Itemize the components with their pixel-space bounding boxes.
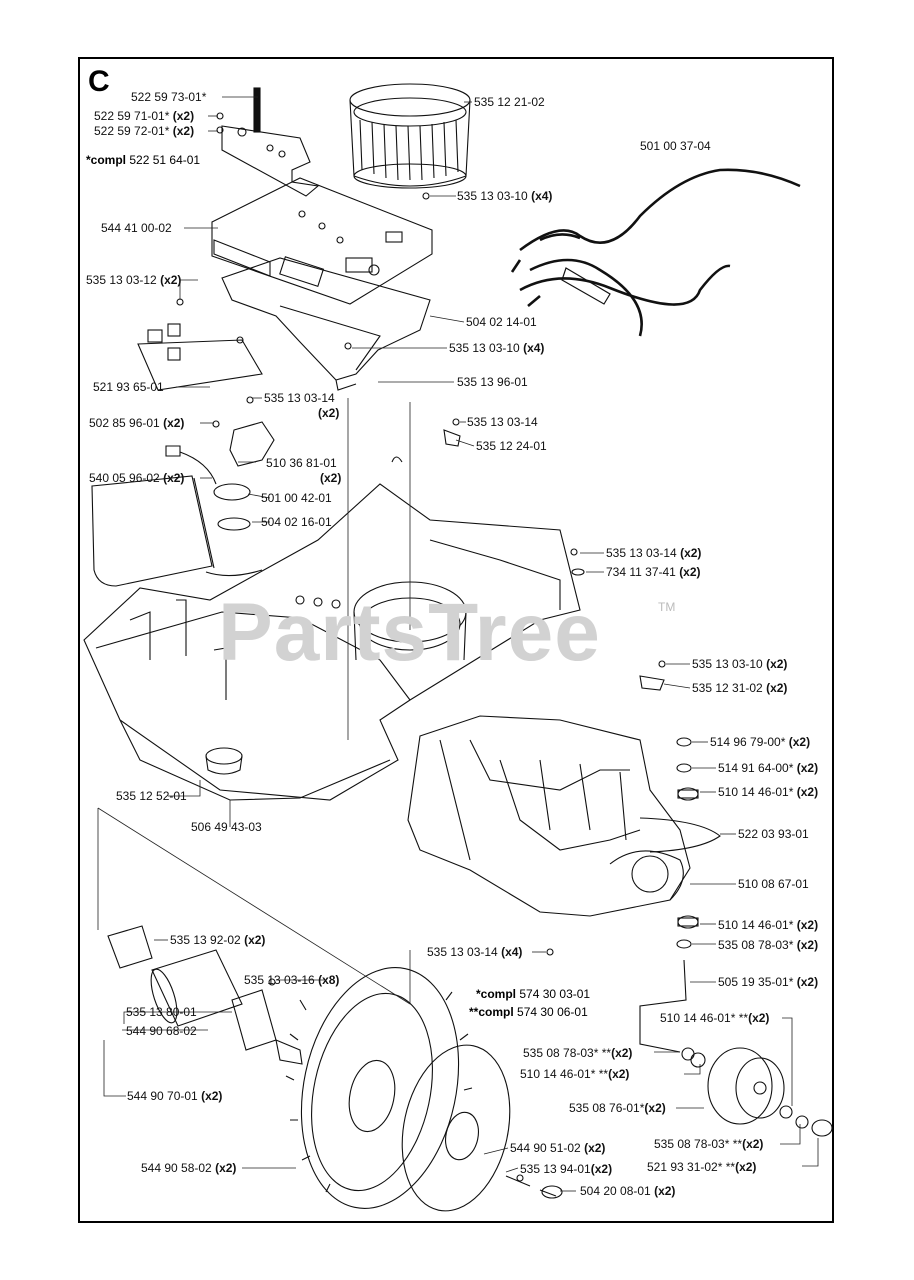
part-label: 504 02 16-01: [261, 515, 332, 529]
part-label: 522 59 73-01*: [131, 90, 207, 104]
front-wheel: [639, 959, 833, 1137]
main-circuit-board: [211, 177, 433, 305]
part-label: 535 13 94-01(x2): [520, 1162, 613, 1176]
part-label: 522 03 93-01: [738, 827, 809, 841]
part-label: 504 20 08-01 (x2): [580, 1184, 676, 1198]
sensor-bracket: [229, 421, 275, 467]
part-label: 535 12 21-02: [474, 95, 545, 109]
watermark-text: PartsTree: [218, 587, 601, 678]
caster-cup: [205, 747, 243, 775]
part-label: 510 14 46-01* (x2): [718, 918, 819, 932]
part-label: 535 12 31-02 (x2): [692, 681, 788, 695]
part-label: 535 08 78-03* **(x2): [654, 1137, 764, 1151]
board-cover: [221, 257, 431, 391]
right-bushings: [571, 568, 699, 949]
part-label: 521 93 65-01: [93, 380, 164, 394]
part-label: 501 00 37-04: [640, 139, 711, 153]
part-label: 502 85 96-01 (x2): [89, 416, 185, 430]
part-label: 514 91 64-00* (x2): [718, 761, 819, 775]
part-label: 510 08 67-01: [738, 877, 809, 891]
part-label: 505 19 35-01* (x2): [718, 975, 819, 989]
battery-board: [137, 323, 263, 391]
part-label: 510 36 81-01: [266, 456, 337, 470]
drive-motor: [107, 925, 303, 1065]
part-label: 544 90 70-01 (x2): [127, 1089, 223, 1103]
part-label: 535 13 03-14: [467, 415, 538, 429]
battery-pack: [91, 475, 263, 587]
wiring-harness: [510, 168, 801, 337]
part-label: 535 13 03-14 (x4): [427, 945, 523, 959]
part-label: 535 13 03-14 (x2): [606, 546, 702, 560]
part-label: 535 13 03-14: [264, 391, 335, 405]
part-label: 535 12 52-01: [116, 789, 187, 803]
part-label: 544 41 00-02: [101, 221, 172, 235]
part-label: (x2): [318, 406, 340, 420]
part-label: 510 14 46-01* **(x2): [660, 1011, 770, 1025]
diagram-frame: [78, 57, 834, 1223]
part-label: 501 00 42-01: [261, 491, 332, 505]
part-label: 535 13 96-01: [457, 375, 528, 389]
part-label: 535 13 03-10 (x4): [449, 341, 545, 355]
part-label: 535 08 76-01*(x2): [569, 1101, 666, 1115]
part-label: (x2): [320, 471, 342, 485]
part-label: 544 90 68-02: [126, 1024, 197, 1038]
drive-wheel: [285, 967, 473, 1209]
part-label: 522 59 72-01* (x2): [94, 124, 195, 138]
part-label: 544 90 58-02 (x2): [141, 1161, 237, 1175]
part-label: 506 49 43-03: [191, 820, 262, 834]
part-label: 510 14 46-01* (x2): [718, 785, 819, 799]
part-label: 510 14 46-01* **(x2): [520, 1067, 630, 1081]
part-label: 535 13 03-10 (x4): [457, 189, 553, 203]
screws: [176, 112, 666, 1182]
upper-body: [407, 715, 721, 917]
part-label: 522 59 71-01* (x2): [94, 109, 195, 123]
compl-note-2: *compl 574 30 03-01: [476, 987, 591, 1001]
trademark-mark: TM: [658, 600, 676, 614]
wheel-hubcap: [401, 1044, 563, 1212]
part-label: 514 96 79-00* (x2): [710, 735, 811, 749]
motor-housing: [349, 83, 471, 189]
part-label: 535 12 24-01: [476, 439, 547, 453]
compl-note-1: *compl 522 51 64-01: [86, 153, 201, 167]
part-label: 544 90 51-02 (x2): [510, 1141, 606, 1155]
part-label: 535 13 03-12 (x2): [86, 273, 182, 287]
compl-note-3: **compl 574 30 06-01: [469, 1005, 588, 1019]
part-label: 535 13 80-01: [126, 1005, 197, 1019]
loudspeaker: [165, 445, 251, 531]
part-label: 535 13 03-10 (x2): [692, 657, 788, 671]
section-letter: C: [88, 65, 110, 98]
part-label: 504 02 14-01: [466, 315, 537, 329]
part-label: 535 08 78-03* (x2): [718, 938, 819, 952]
part-label: 535 13 92-02 (x2): [170, 933, 266, 947]
part-label: 535 08 78-03* **(x2): [523, 1046, 633, 1060]
part-label: 535 13 03-16 (x8): [244, 973, 340, 987]
part-label: 521 93 31-02* **(x2): [647, 1160, 757, 1174]
part-label: 734 11 37-41 (x2): [606, 565, 701, 579]
part-label: 540 05 96-02 (x2): [89, 471, 185, 485]
